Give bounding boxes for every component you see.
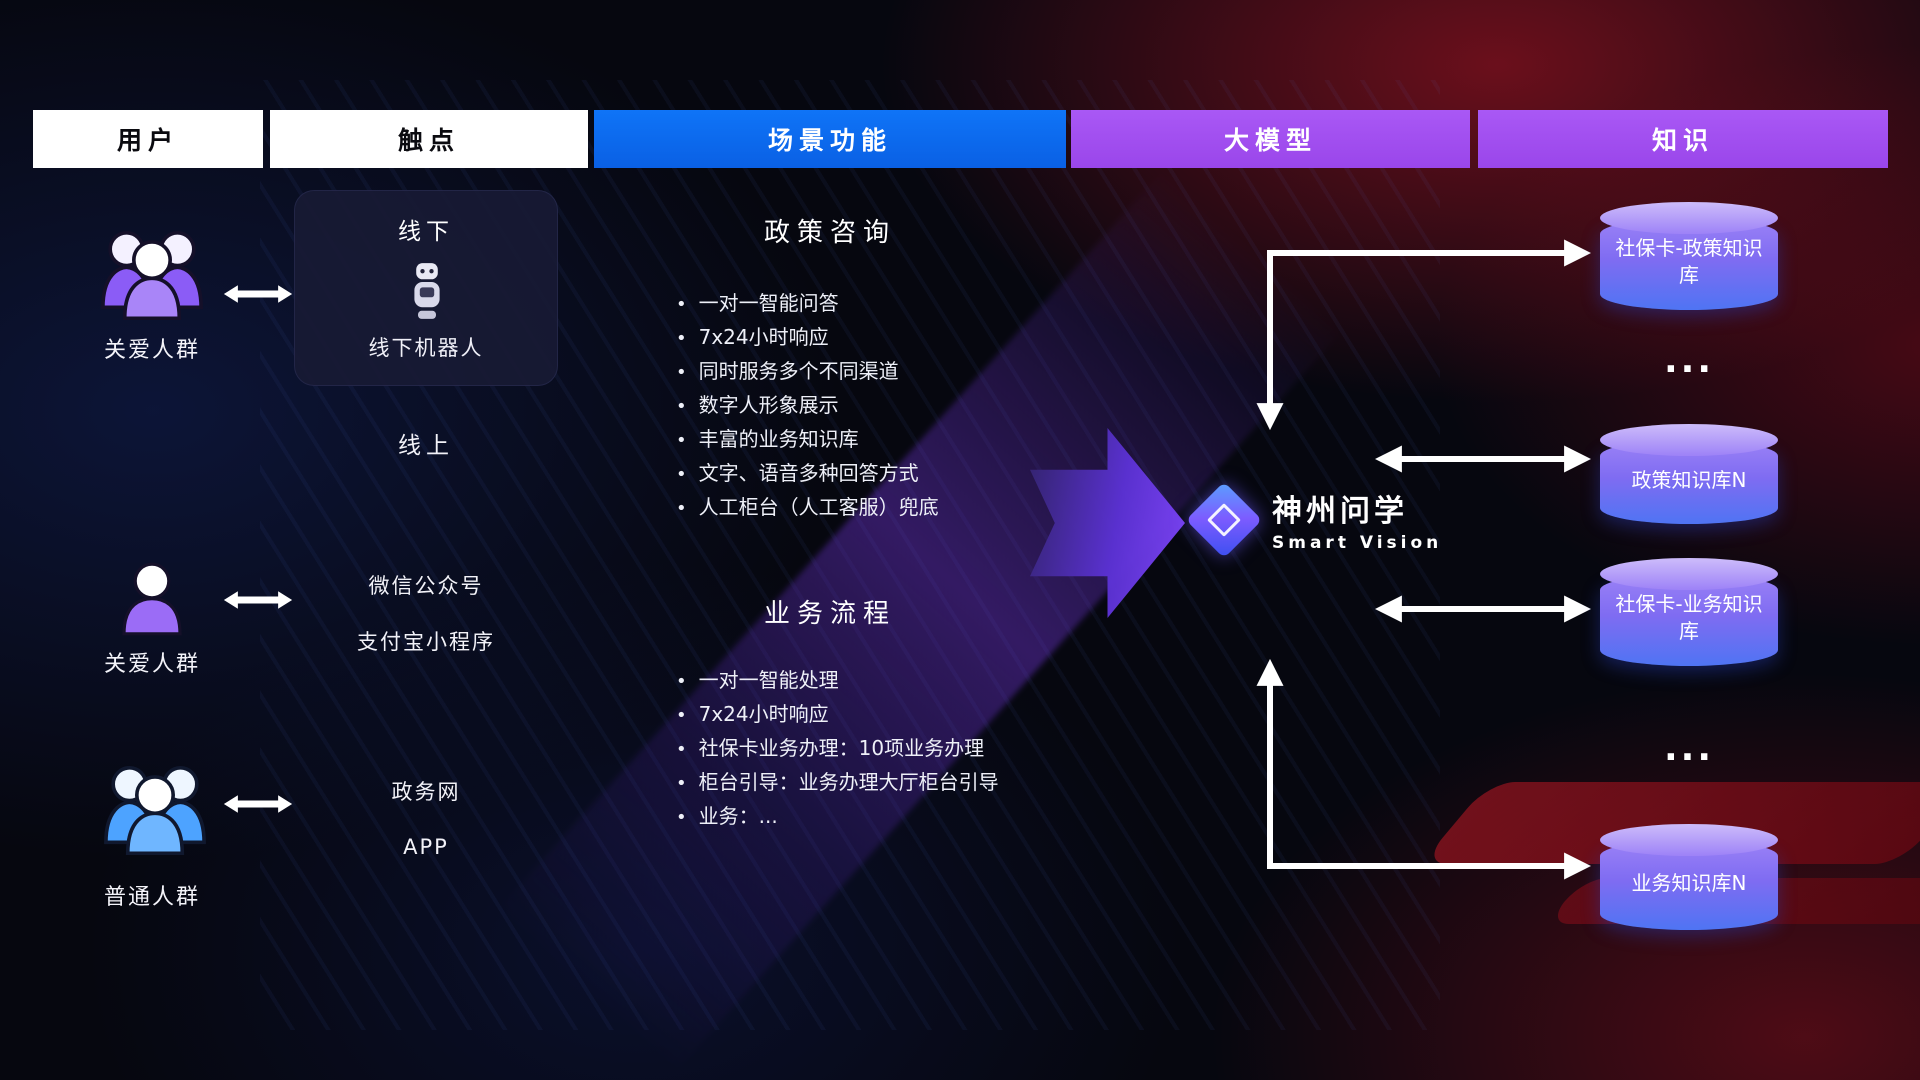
connector-policy-sscard-arrow bbox=[1256, 239, 1592, 431]
scene-bullet: 丰富的业务知识库 bbox=[676, 423, 1096, 457]
header-users: 用户 bbox=[33, 110, 263, 168]
robot-icon bbox=[409, 260, 445, 326]
scene-bullet: 一对一智能处理 bbox=[676, 664, 1096, 698]
connector-business-n-arrow bbox=[1256, 658, 1592, 880]
header-large-model: 大模型 bbox=[1071, 110, 1470, 168]
touchpoint-wechat: 微信公众号 bbox=[368, 574, 484, 598]
offline-touchpoint-card: 线下 线下机器人 bbox=[294, 190, 558, 386]
scene-bullet: 同时服务多个不同渠道 bbox=[676, 355, 1096, 389]
touchpoint-alipay: 支付宝小程序 bbox=[357, 630, 495, 654]
db-cylinder-cap bbox=[1600, 824, 1778, 856]
business-feature-list: 一对一智能处理 7x24小时响应 社保卡业务办理：10项业务办理 柜台引导：业务… bbox=[676, 664, 1096, 834]
knowledge-db-sscard-business: 社保卡-业务知识库 bbox=[1600, 558, 1778, 666]
group-people-icon bbox=[92, 222, 212, 324]
bidirectional-arrow-icon bbox=[223, 285, 293, 303]
scene-bullet: 社保卡业务办理：10项业务办理 bbox=[676, 732, 1096, 766]
policy-feature-list: 一对一智能问答 7x24小时响应 同时服务多个不同渠道 数字人形象展示 丰富的业… bbox=[676, 287, 1096, 525]
knowledge-db-business-n: 业务知识库N bbox=[1600, 824, 1778, 930]
scene-bullet: 业务：... bbox=[676, 800, 1096, 834]
db-label: 业务知识库N bbox=[1631, 870, 1747, 895]
online-title: 线上 bbox=[398, 433, 454, 459]
knowledge-db-sscard-policy: 社保卡-政策知识库 bbox=[1600, 202, 1778, 310]
touchpoint-app: APP bbox=[403, 835, 449, 859]
knowledge-ellipsis: ... bbox=[1663, 340, 1715, 381]
db-label: 社保卡-业务知识库 bbox=[1615, 592, 1763, 643]
scene-bullet: 文字、语音多种回答方式 bbox=[676, 457, 1096, 491]
group-people-icon bbox=[95, 757, 215, 859]
db-cylinder-cap bbox=[1600, 424, 1778, 456]
smart-vision-logo-text: 神州问学 Smart Vision bbox=[1272, 486, 1442, 553]
db-label: 社保卡-政策知识库 bbox=[1615, 236, 1763, 287]
scene-bullet: 柜台引导：业务办理大厅柜台引导 bbox=[676, 766, 1096, 800]
model-knowledge-connectors bbox=[1256, 239, 1592, 880]
scene-title-business: 业务流程 bbox=[763, 599, 896, 629]
bidirectional-arrow-icon bbox=[223, 795, 293, 813]
bidirectional-arrow-icon bbox=[223, 591, 293, 609]
db-label: 政策知识库N bbox=[1631, 467, 1747, 492]
user-label: 关爱人群 bbox=[103, 338, 200, 363]
scene-bullet: 7x24小时响应 bbox=[676, 321, 1096, 355]
smart-vision-logo: 神州问学 Smart Vision bbox=[1185, 481, 1442, 558]
scene-bullet: 一对一智能问答 bbox=[676, 287, 1096, 321]
offline-robot-label: 线下机器人 bbox=[368, 336, 484, 360]
user-label: 关爱人群 bbox=[103, 652, 200, 677]
scene-bullet: 数字人形象展示 bbox=[676, 389, 1096, 423]
model-subtitle: Smart Vision bbox=[1272, 533, 1443, 553]
db-cylinder-cap bbox=[1600, 202, 1778, 234]
touchpoint-gov-web: 政务网 bbox=[391, 780, 461, 804]
single-person-icon bbox=[116, 554, 188, 644]
model-name: 神州问学 bbox=[1272, 494, 1408, 529]
header-scene-functions: 场景功能 bbox=[594, 110, 1066, 168]
scene-bullet: 7x24小时响应 bbox=[676, 698, 1096, 732]
knowledge-db-policy-n: 政策知识库N bbox=[1600, 424, 1778, 524]
user-label: 普通人群 bbox=[103, 885, 200, 910]
knowledge-ellipsis: ... bbox=[1663, 728, 1715, 769]
smart-vision-logo-icon bbox=[1185, 481, 1263, 558]
header-touchpoints: 触点 bbox=[270, 110, 588, 168]
header-knowledge: 知识 bbox=[1478, 110, 1888, 168]
db-cylinder-cap bbox=[1600, 558, 1778, 590]
offline-title: 线下 bbox=[398, 219, 454, 245]
scene-title-policy: 政策咨询 bbox=[763, 218, 896, 248]
scene-bullet: 人工柜台（人工客服）兜底 bbox=[676, 491, 1096, 525]
